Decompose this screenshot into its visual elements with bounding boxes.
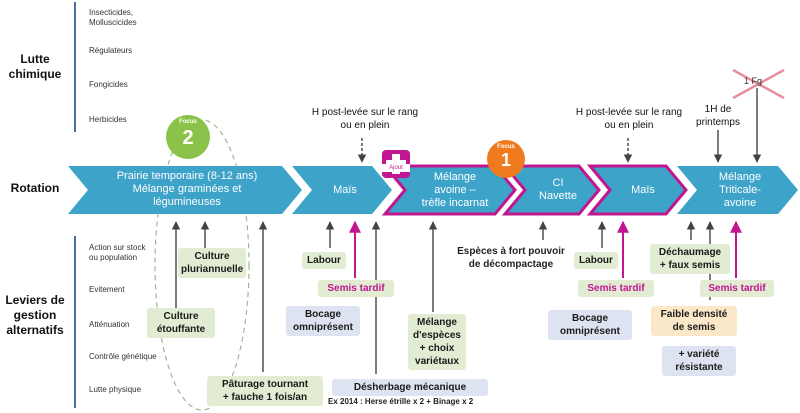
fungicide-mark: 1 Fg [744, 76, 763, 86]
section-chemical: Lutte chimique [8, 52, 62, 81]
rotation-triticale-label: Mélange Triticale- avoine [718, 171, 762, 209]
lever-culture-pluri: Culture pluriannuelle [178, 248, 246, 278]
focus-2-badge: Focus 2 [166, 115, 210, 159]
cat-insecticides: Insecticides, Molluscicides [89, 8, 137, 27]
prairie-ellipse [154, 119, 250, 411]
rotation-mais1-label: Maïs [333, 184, 357, 196]
herb-note-mais1: H post-levée sur le rang ou en plein [311, 107, 419, 131]
section-rotation: Rotation [10, 181, 60, 195]
rotation-ci-label: CI Navette [539, 177, 577, 202]
lever-bocage1: Bocage omniprésent [286, 306, 360, 336]
lever-culture-etouffante: Culture étouffante [147, 308, 215, 338]
focus-1-badge: Focus 1 [487, 140, 525, 178]
herb-note-triticale: 1H de printemps [696, 104, 740, 128]
levers-bracket [74, 236, 76, 408]
cat-lutte-physique: Lutte physique [89, 385, 142, 394]
ajout-label: Ajout [382, 164, 410, 172]
lever-paturage: Pâturage tournant + fauche 1 fois/an [207, 376, 323, 406]
lever-semis-tardif3: Semis tardif [700, 280, 774, 297]
rotation-prairie-label: Prairie temporaire (8-12 ans) Mélange gr… [116, 170, 258, 208]
chevron-ci-navette [501, 164, 601, 216]
lever-melange-especes: Mélange d'espèces + choix variétaux [408, 314, 466, 370]
cat-fongicides: Fongicides [89, 80, 128, 89]
lever-desherbage-detail: Ex 2014 : Herse étrille x 2 + Binage x 2 [328, 397, 474, 406]
herb-note-mais2: H post-levée sur le rang ou en plein [575, 107, 683, 131]
section-levers: Leviers de gestion alternatifs [5, 293, 65, 337]
chemical-bracket [74, 2, 76, 132]
chevron-triticale [677, 166, 798, 214]
cat-controle-genetique: Contrôle génétique [89, 352, 157, 361]
rotation-melange-label: Mélange avoine – trèfle incarnat [421, 171, 489, 209]
lever-desherbage: Désherbage mécanique [332, 379, 488, 396]
cat-attenuation: Atténuation [89, 320, 130, 329]
chevron-mais-1 [292, 166, 392, 214]
focus-1-label: Focus [497, 144, 515, 150]
rotation-mais2-label: Maïs [631, 184, 655, 196]
lever-bocage2: Bocage omniprésent [548, 310, 632, 340]
cat-action-stock: Action sur stock ou population [89, 243, 146, 262]
cat-evitement: Evitement [89, 285, 125, 294]
lever-labour1: Labour [302, 252, 346, 269]
lever-faible-densite: Faible densité de semis [651, 306, 737, 336]
chevron-prairie [68, 166, 302, 214]
lever-semis-tardif2: Semis tardif [578, 280, 654, 297]
lever-labour2: Labour [574, 252, 618, 269]
lever-decompactage: Espèces à fort pouvoir de décompactage [457, 246, 565, 270]
focus-1-number: 1 [500, 150, 511, 170]
lever-semis-tardif1: Semis tardif [318, 280, 394, 297]
cat-regulateurs: Régulateurs [89, 46, 133, 55]
fungicide-cross-2 [732, 68, 785, 100]
chevron-mais-2 [586, 164, 688, 216]
lever-variete: + variété résistante [662, 346, 736, 376]
ajout-badge: Ajout [382, 150, 410, 178]
lever-dechaumage: Déchaumage + faux semis [650, 244, 730, 274]
cat-herbicides: Herbicides [89, 115, 127, 124]
focus-2-number: 2 [182, 127, 194, 149]
focus-2-label: Focus [179, 119, 197, 125]
